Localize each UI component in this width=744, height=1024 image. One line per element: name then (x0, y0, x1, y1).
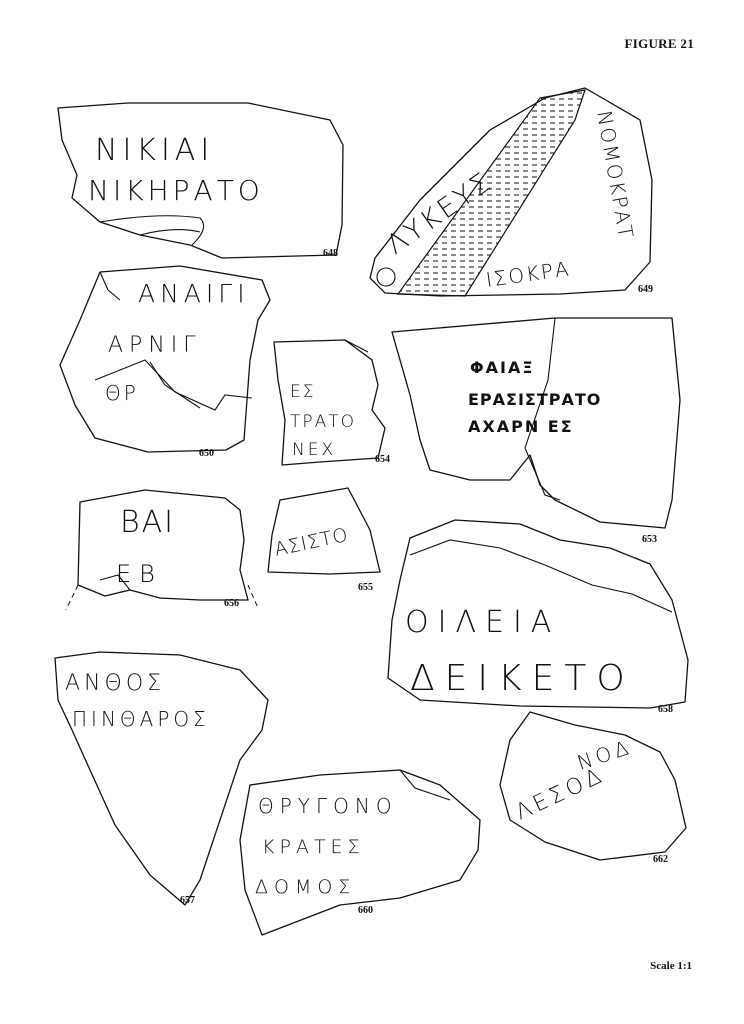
fragment-655: ΑΣΙΣΤΟ 655 (267, 487, 381, 593)
inscription-line: ΦΑΙΑΞ (470, 358, 534, 377)
fragment-outline (499, 711, 687, 861)
inscription-line: ΝΕΧ (292, 440, 336, 460)
inscription-line: ΔΕΙΚΕΤΟ (410, 658, 635, 699)
fragment-number: 660 (358, 905, 373, 916)
fragment-join-line (524, 317, 561, 501)
scale-label: Scale 1:1 (650, 960, 692, 972)
fragment-660: ΘΡΥΓΟΝΟ ΚΡΑΤΕΣ ΔΟΜΟΣ 660 (239, 769, 481, 936)
fragment-number: 653 (642, 534, 657, 545)
fragment-number: 650 (199, 448, 214, 459)
inscription-line: ΘΡΥΓΟΝΟ (258, 794, 398, 818)
inscription-line: ΟΙΛΕΙΑ (405, 605, 560, 640)
fragment-outline (54, 651, 269, 906)
fragment-rim-line (344, 339, 369, 353)
inscription-line: ΑΧΑΡΝ ΕΣ (468, 417, 574, 436)
figure-title: FIGURE 21 (624, 36, 694, 51)
fragment-658: ΟΙΛΕΙΑ ΔΕΙΚΕΤΟ 658 (387, 519, 689, 715)
inscription-line: ΕΡΑΣΙΣΤΡΑΤΟ (468, 390, 601, 409)
fragment-number: 656 (224, 598, 239, 609)
fragment-rim-line (99, 215, 205, 246)
fragment-number: 648 (323, 248, 338, 259)
fragment-outline (387, 519, 689, 709)
fragment-fracture-line (94, 359, 253, 411)
inscription-line: ΚΡΑΤΕΣ (262, 836, 365, 858)
fragment-number: 649 (638, 284, 653, 295)
inscription-line: ΤΡΑΤΟ (290, 412, 356, 432)
fragment-fracture-line (99, 574, 131, 591)
inscription-line: ΔΟΜΟΣ (255, 876, 356, 898)
fragment-rim-line (399, 769, 451, 801)
fragment-662: ΝΟΔ ΛΕΣΟΔ 662 (499, 711, 687, 865)
fragment-outline (391, 317, 681, 529)
inscription-line: ΝΙΚΙΑΙ (95, 133, 214, 168)
fragment-rim-line (409, 539, 673, 613)
fragment-fracture-line (99, 271, 121, 301)
inscription-line: ΘΡ (105, 381, 139, 405)
fragment-648: ΝΙΚΙΑΙ ΝΙΚΗΡΑΤΟ 648 (57, 102, 344, 259)
inscription-line: ΒΑΙ (120, 505, 175, 540)
inscription-line: ΑΝΑΙΓΙ (138, 279, 250, 308)
inscription-line: ΝΙΚΗΡΑΤΟ (88, 174, 264, 207)
fragment-outline (57, 102, 344, 259)
fragment-outline (77, 489, 249, 601)
inscription-line: ΛΕΣΟΔ (512, 763, 609, 826)
fragment-outline (369, 87, 653, 297)
inscription-line: ΠΙΝΘΑΡΟΣ (72, 707, 210, 731)
fragment-649: ΛΥΚΕΥΣ ΙΣΟΚΡΑ ΝΟΜΟΚΡΑΤ 649 (369, 87, 653, 297)
fragment-654: ΕΣ ΤΡΑΤΟ ΝΕΧ 654 (273, 339, 390, 466)
inscription-line: ΑΡΝΙΓ (108, 333, 202, 358)
circle-mark (376, 267, 396, 287)
inscription-line: ΑΝΘΟΣ (65, 671, 165, 696)
fragment-650: ΑΝΑΙΓΙ ΑΡΝΙΓ ΘΡ 650 (59, 265, 271, 459)
inscription-line: ΕΣ (290, 382, 315, 402)
fragment-number: 655 (358, 582, 373, 593)
fragment-number: 658 (658, 704, 673, 715)
fragment-653: ΦΑΙΑΞ ΕΡΑΣΙΣΤΡΑΤΟ ΑΧΑΡΝ ΕΣ 653 (391, 317, 681, 545)
fragment-outline (273, 339, 386, 466)
fragment-fracture-line (149, 361, 201, 409)
fragment-number: 657 (180, 895, 195, 906)
fragment-outline (59, 265, 271, 453)
inscription-line: ΙΣΟΚΡΑ (484, 256, 572, 292)
fragment-restoration-line (65, 584, 79, 611)
fragment-656: ΒΑΙ ΕΒ 656 (65, 489, 259, 611)
inscription-line: ΝΟΜΟΚΡΑΤ (592, 109, 638, 242)
fragment-657: ΑΝΘΟΣ ΠΙΝΘΑΡΟΣ 657 (54, 651, 269, 906)
fragment-restoration-line (247, 584, 259, 609)
fragment-outline (267, 487, 381, 575)
inscription-line: ΑΣΙΣΤΟ (272, 524, 350, 561)
fragment-number: 662 (653, 854, 668, 865)
fragment-rim-line (139, 229, 201, 236)
fragment-outline (239, 769, 481, 936)
hatched-band (396, 89, 586, 297)
fragment-number: 654 (375, 454, 390, 465)
inscription-line: ΕΒ (116, 560, 163, 588)
